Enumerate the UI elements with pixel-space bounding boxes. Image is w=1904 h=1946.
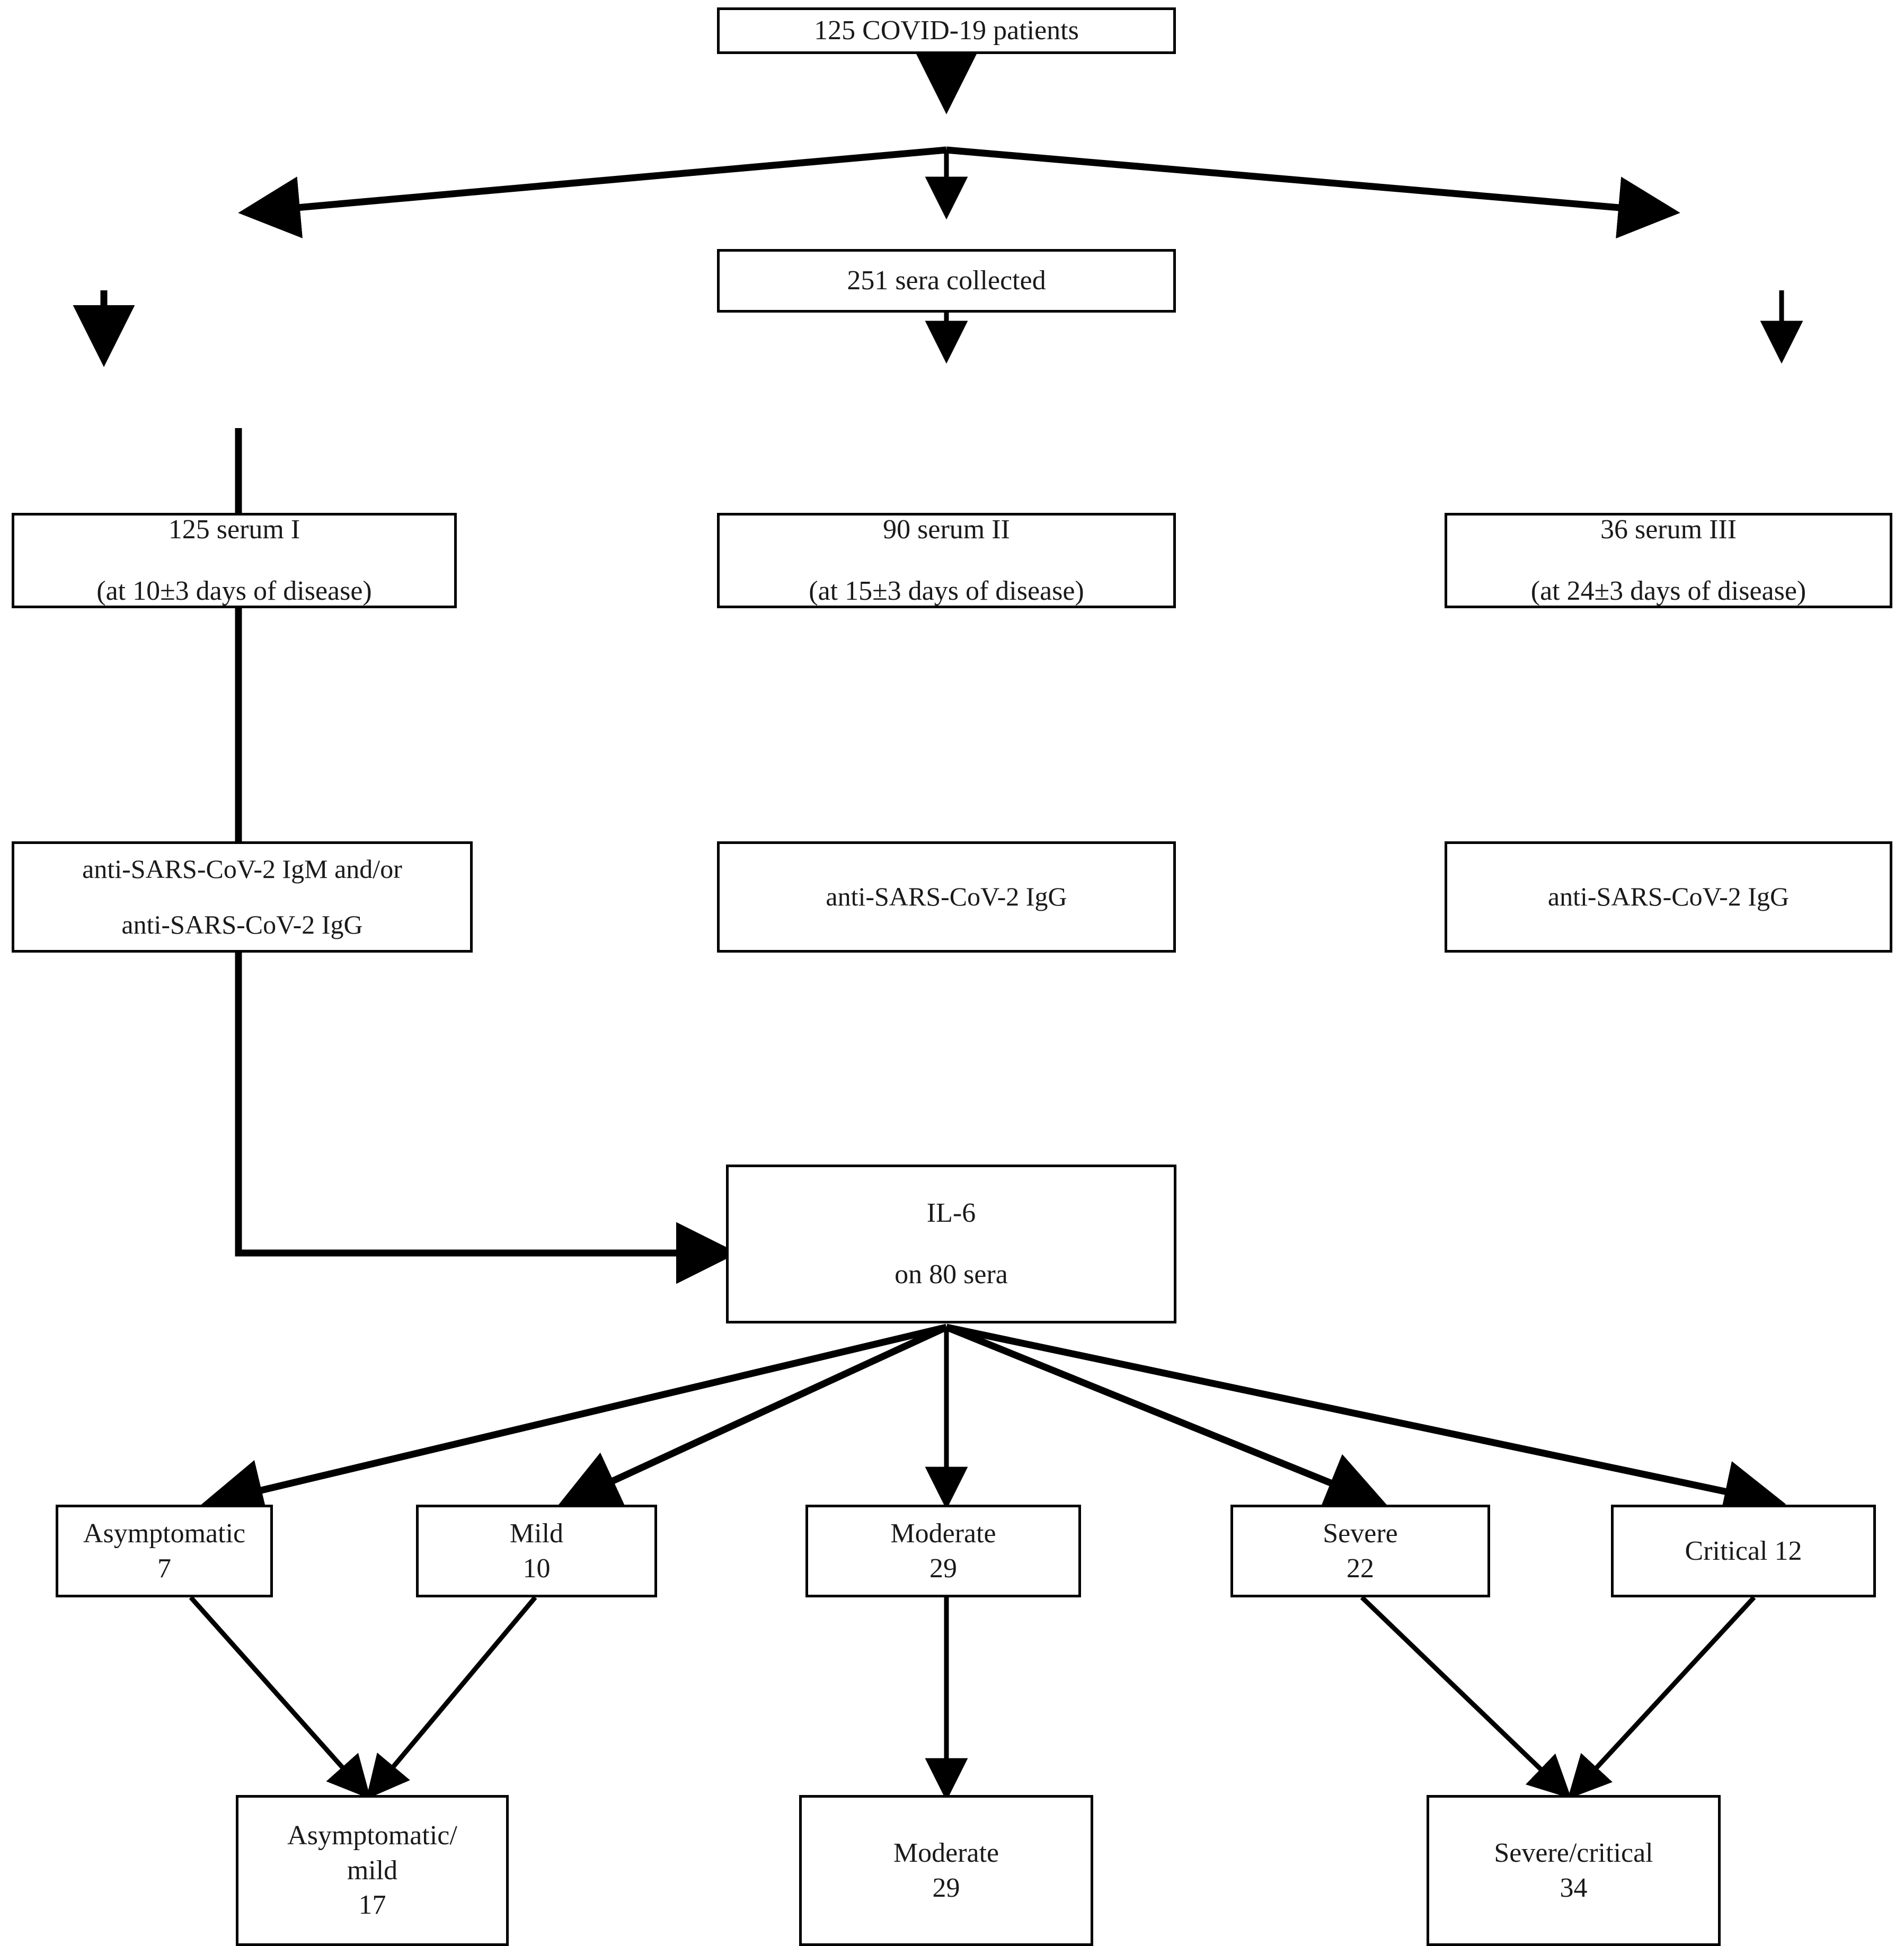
node-patients[interactable]: 125 COVID-19 patients <box>717 7 1176 54</box>
node-severity-severe[interactable]: Severe 22 <box>1230 1505 1490 1597</box>
node-severity-mild-count: 10 <box>523 1553 551 1584</box>
node-serum-iii[interactable]: 36 serum III (at 24±3 days of disease) <box>1445 513 1892 608</box>
node-severity-critical-label: Critical 12 <box>1685 1535 1802 1566</box>
node-serum-i-count: 125 serum I <box>168 514 300 545</box>
edge-il6-to-critical <box>945 1323 1786 1522</box>
node-assay-igm-igg[interactable]: anti-SARS-CoV-2 IgM and/or anti-SARS-CoV… <box>12 841 473 953</box>
edge-il6-to-asymptomatic <box>201 1323 947 1521</box>
node-severity-asymptomatic[interactable]: Asymptomatic 7 <box>56 1505 273 1597</box>
node-serum-i[interactable]: 125 serum I (at 10±3 days of disease) <box>12 513 457 608</box>
node-assay-igm-label: anti-SARS-CoV-2 IgM and/or <box>82 854 402 884</box>
edge-il6-to-mild <box>557 1324 948 1509</box>
node-group-asymptomatic-mild[interactable]: Asymptomatic/ mild 17 <box>236 1795 509 1946</box>
node-assay-igg-serum-iii[interactable]: anti-SARS-CoV-2 IgG <box>1445 841 1892 953</box>
node-group-severe-critical[interactable]: Severe/critical 34 <box>1427 1795 1721 1946</box>
node-severity-severe-count: 22 <box>1347 1553 1374 1584</box>
node-assay-igg-serum-ii-label: anti-SARS-CoV-2 IgG <box>826 882 1067 912</box>
node-group-moderate-count: 29 <box>932 1872 960 1903</box>
node-il6-sera-count: on 80 sera <box>895 1259 1008 1290</box>
node-group-moderate[interactable]: Moderate 29 <box>799 1795 1093 1946</box>
node-group-asymptomatic-mild-line2: mild <box>347 1855 398 1886</box>
node-serum-ii-timing: (at 15±3 days of disease) <box>809 576 1084 606</box>
node-assay-igg-serum-iii-label: anti-SARS-CoV-2 IgG <box>1547 882 1790 912</box>
node-severity-moderate[interactable]: Moderate 29 <box>805 1505 1081 1597</box>
node-serum-i-timing: (at 10±3 days of disease) <box>96 576 372 606</box>
node-severity-moderate-label: Moderate <box>890 1518 996 1549</box>
node-sera-collected[interactable]: 251 sera collected <box>717 249 1176 313</box>
node-patients-label: 125 COVID-19 patients <box>814 15 1079 46</box>
node-severity-critical[interactable]: Critical 12 <box>1611 1505 1876 1597</box>
edge-severe-to-group-severe-critical <box>1360 1595 1572 1799</box>
node-sera-collected-label: 251 sera collected <box>847 265 1046 296</box>
node-severity-asymptomatic-label: Asymptomatic <box>83 1518 246 1549</box>
node-assay-igg-serum-ii[interactable]: anti-SARS-CoV-2 IgG <box>717 841 1176 953</box>
node-severity-mild-label: Mild <box>509 1518 564 1549</box>
node-group-severe-critical-label: Severe/critical <box>1494 1837 1653 1868</box>
node-serum-ii[interactable]: 90 serum II (at 15±3 days of disease) <box>717 513 1176 608</box>
node-serum-iii-count: 36 serum III <box>1600 514 1737 545</box>
node-severity-severe-label: Severe <box>1323 1518 1398 1549</box>
node-severity-moderate-count: 29 <box>929 1553 957 1584</box>
node-serum-iii-timing: (at 24±3 days of disease) <box>1530 576 1806 606</box>
edge-sera-to-serum3 <box>946 146 1680 239</box>
edge-asymptomatic-to-group-asym-mild <box>189 1596 371 1799</box>
edge-critical-to-group-severe-critical <box>1568 1595 1756 1799</box>
node-severity-mild[interactable]: Mild 10 <box>416 1505 657 1597</box>
node-group-severe-critical-count: 34 <box>1560 1872 1588 1903</box>
node-group-asymptomatic-mild-count: 17 <box>358 1890 386 1921</box>
node-assay-igg-label: anti-SARS-CoV-2 IgG <box>121 910 363 939</box>
edge-mild-to-group-asym-mild <box>366 1596 537 1800</box>
edge-il6-to-severe <box>945 1323 1388 1512</box>
node-il6[interactable]: IL-6 on 80 sera <box>726 1165 1176 1323</box>
node-il6-title: IL-6 <box>926 1198 976 1229</box>
node-serum-ii-count: 90 serum II <box>883 514 1010 545</box>
edge-assay1-to-il6 <box>235 428 738 1284</box>
node-severity-asymptomatic-count: 7 <box>157 1553 171 1584</box>
node-group-asymptomatic-mild-line1: Asymptomatic/ <box>287 1820 457 1851</box>
node-group-moderate-label: Moderate <box>893 1837 999 1868</box>
edge-sera-to-serum1 <box>238 146 947 238</box>
